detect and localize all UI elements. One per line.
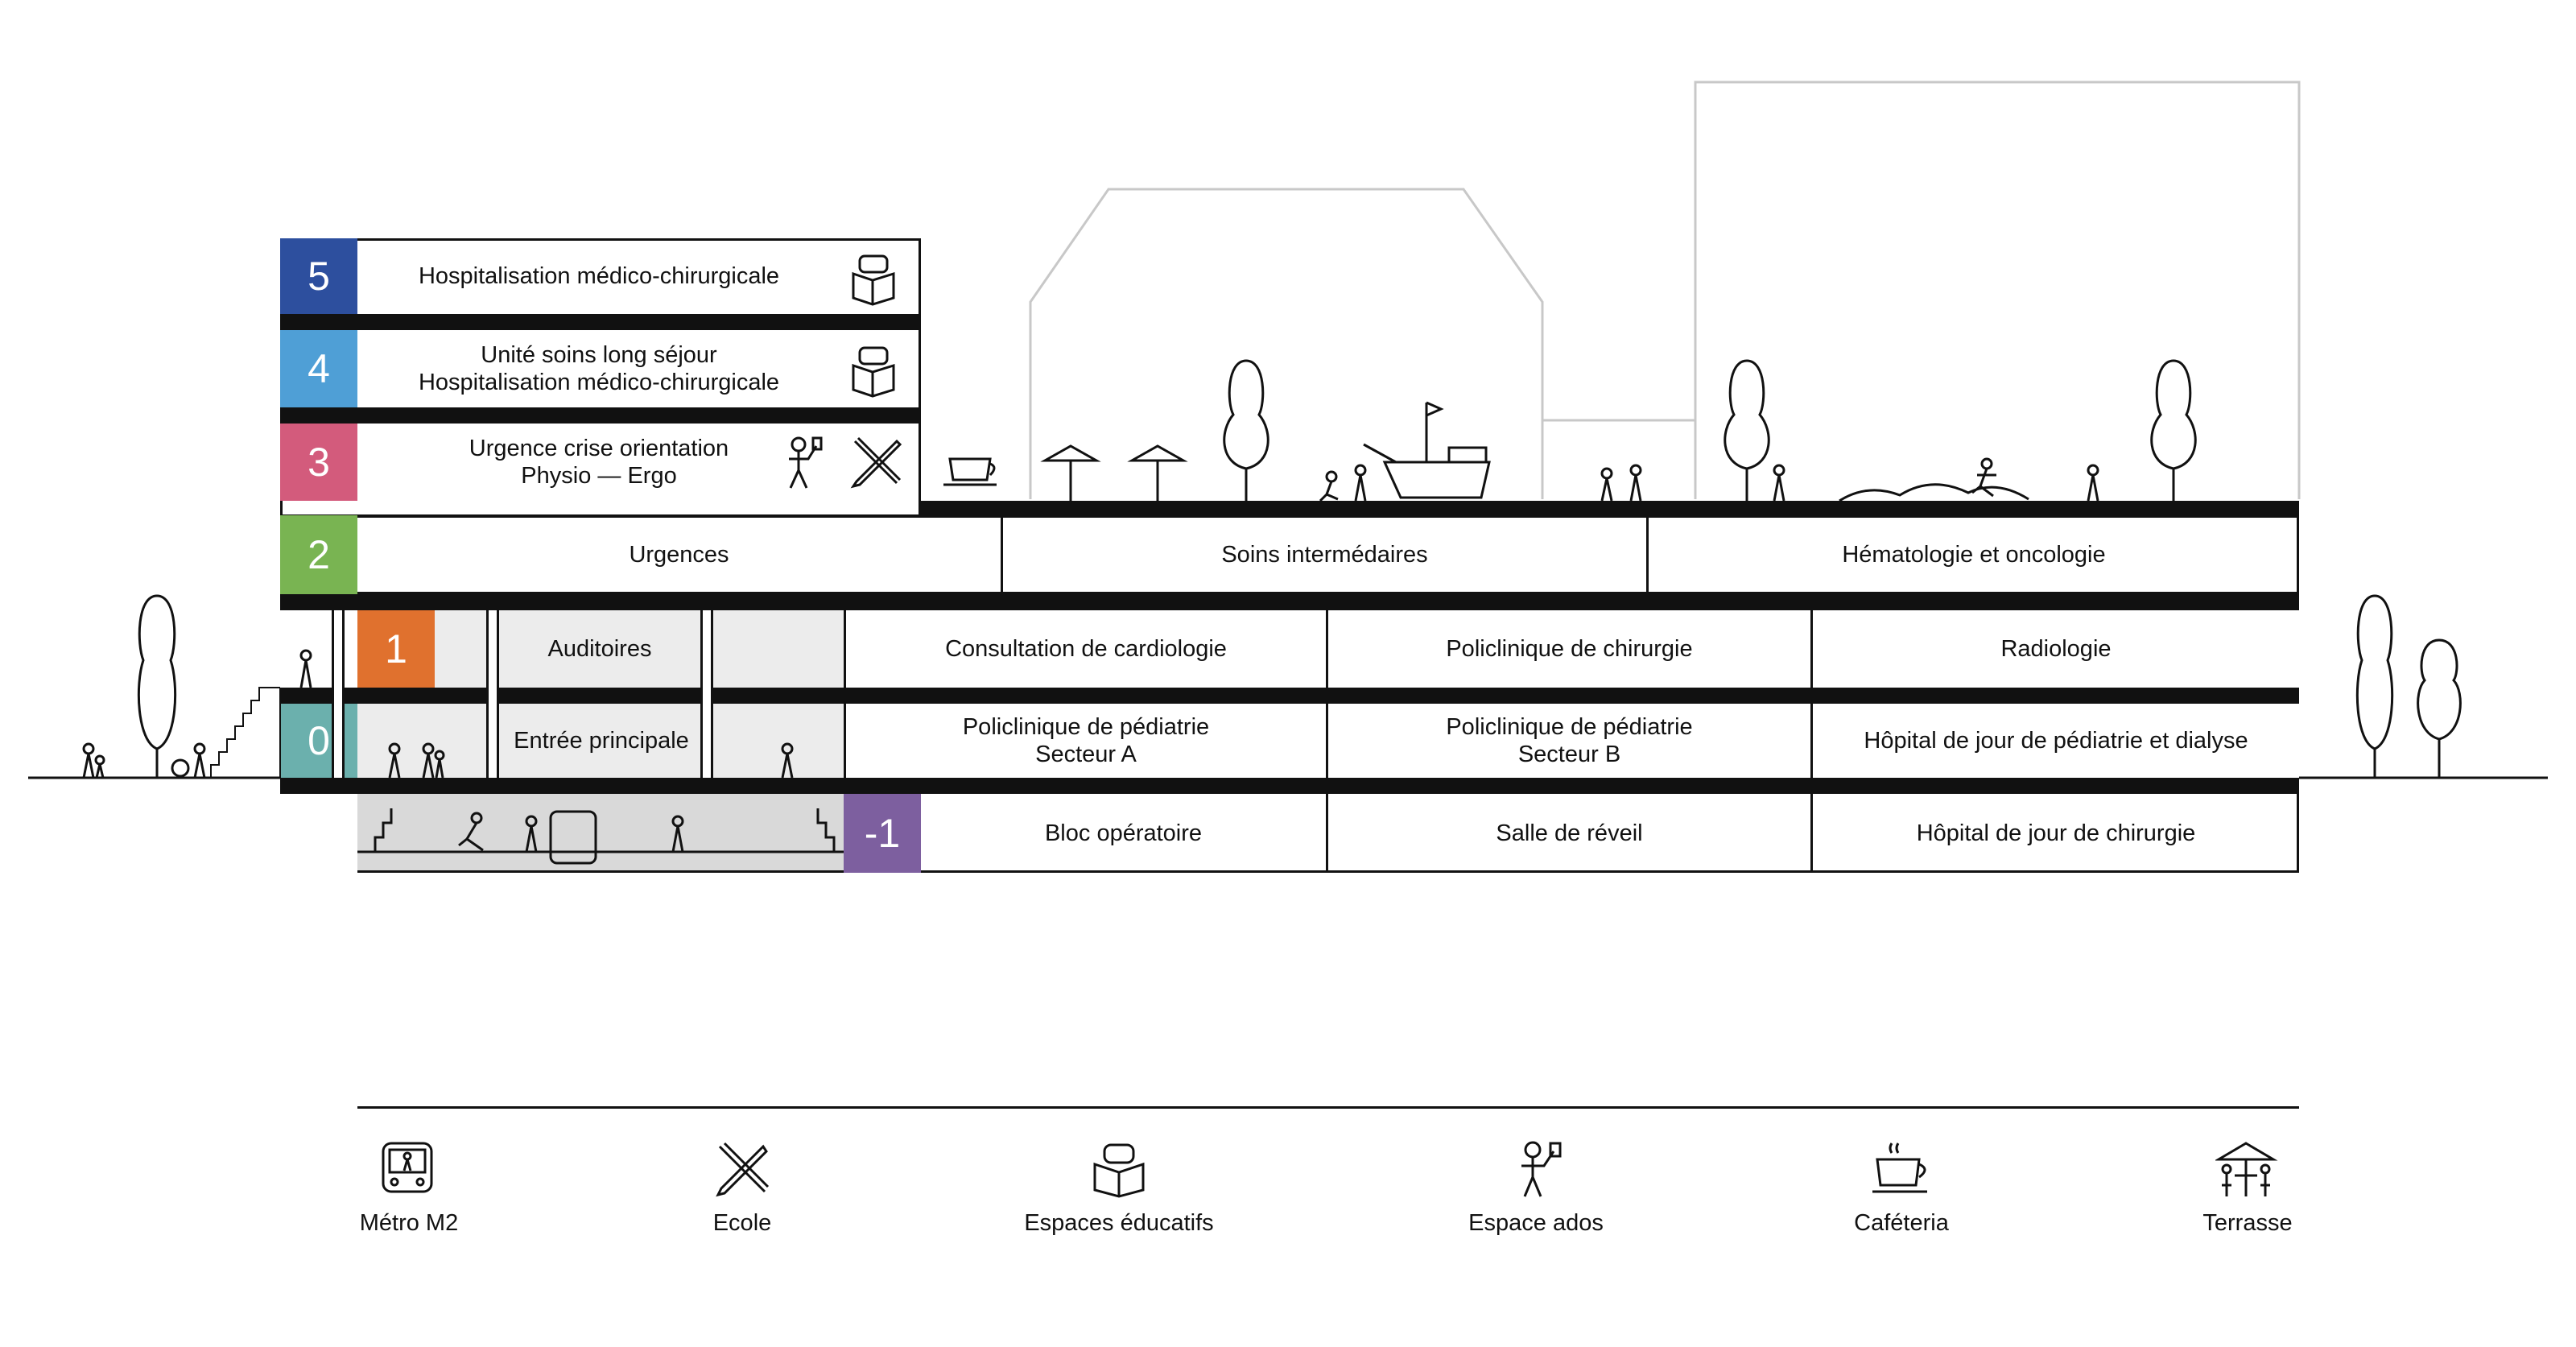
room-hematologie: Hématologie et oncologie: [1842, 542, 2106, 568]
floor-separator: [280, 778, 2299, 794]
floor-separator: [280, 594, 2299, 610]
coffee-icon: [1872, 1142, 1927, 1193]
school-icon: [716, 1142, 770, 1197]
floor-number-2: 2: [280, 515, 357, 594]
legend-label-espace-ados: Espace ados: [1468, 1210, 1604, 1236]
floor-number-3: 3: [280, 424, 357, 501]
floor-number-minus1: -1: [844, 794, 921, 873]
floor-number-4: 4: [280, 330, 357, 407]
floor-number-5: 5: [280, 238, 357, 314]
legend-label-espaces-educatifs: Espaces éducatifs: [1024, 1210, 1214, 1236]
column: [332, 610, 345, 778]
legend-label-metro: Métro M2: [359, 1210, 459, 1236]
upper-tower: [280, 238, 921, 517]
metro-icon: [382, 1142, 433, 1193]
column: [486, 610, 499, 778]
room-soins-intermediaires: Soins intermédaires: [1003, 515, 1649, 594]
education-icon: [1093, 1143, 1145, 1198]
room-hopital-jour-pediatrie: Hôpital de jour de pédiatrie et dialyse: [1813, 704, 2299, 778]
floor-number-1: 1: [357, 610, 435, 688]
floor-separator: [280, 688, 2299, 704]
legend-label-ecole: Ecole: [712, 1210, 772, 1236]
school-icon: [850, 436, 902, 489]
room-auditoires: Auditoires: [499, 610, 700, 688]
floor-separator: [280, 407, 921, 424]
room-urgences: Urgences: [357, 515, 1003, 594]
teen-space-icon: [789, 436, 823, 489]
room-radiologie: Radiologie: [1813, 610, 2299, 688]
column: [700, 610, 713, 778]
room-entree-principale: Entrée principale: [499, 704, 704, 778]
room-cardiologie: Consultation de cardiologie: [844, 610, 1328, 688]
room-policlinique-chirurgie: Policlinique de chirurgie: [1328, 610, 1813, 688]
floor-2-row: [280, 515, 2299, 594]
legend-label-terrasse: Terrasse: [2202, 1210, 2293, 1236]
education-icon: [852, 346, 895, 398]
room-hopital-jour-chirurgie: Hôpital de jour de chirurgie: [1916, 820, 2196, 846]
education-icon: [852, 254, 895, 306]
floor-separator: [280, 314, 921, 330]
room-bloc-operatoire: Bloc opératoire: [921, 794, 1328, 873]
room-salle-reveil: Salle de réveil: [1328, 794, 1813, 873]
teen-space-icon: [1521, 1141, 1562, 1197]
legend-label-cafeteria: Caféteria: [1854, 1210, 1949, 1236]
floor-number-0: 0: [280, 704, 357, 778]
room-floor5: Hospitalisation médico-chirurgicale: [418, 263, 780, 289]
terrace-icon: [2215, 1142, 2278, 1196]
legend-divider: [357, 1106, 2299, 1109]
metro-station: [357, 794, 844, 873]
